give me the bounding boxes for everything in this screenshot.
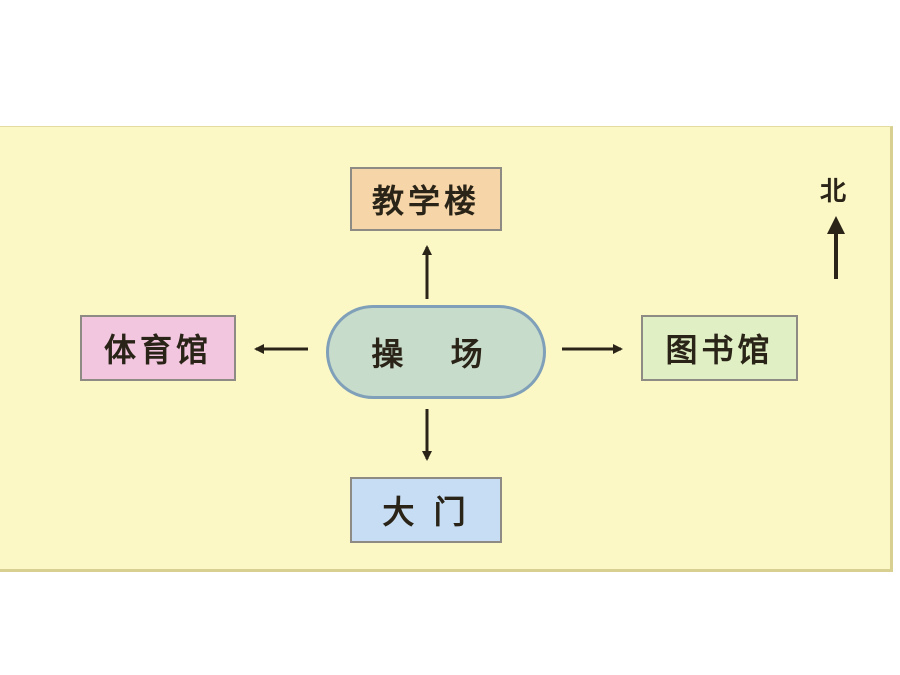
west-building-box: 体育馆 [80,315,236,381]
east-building-label: 图书馆 [665,331,774,369]
direction-arrows [254,216,845,461]
east-building-box: 图书馆 [641,315,798,381]
north-building-box: 教学楼 [350,167,502,231]
north-building-label: 教学楼 [371,182,480,220]
west-building-label: 体育馆 [103,331,212,369]
south-gate-label: 大 门 [382,493,470,531]
map-panel: 教学楼 体育馆 操 场 图书馆 大 门 北 [0,126,893,572]
south-gate-box: 大 门 [350,477,502,543]
center-playground-box: 操 场 [326,305,546,399]
compass-north-label: 北 [820,177,847,207]
center-playground-label: 操 场 [371,335,501,373]
